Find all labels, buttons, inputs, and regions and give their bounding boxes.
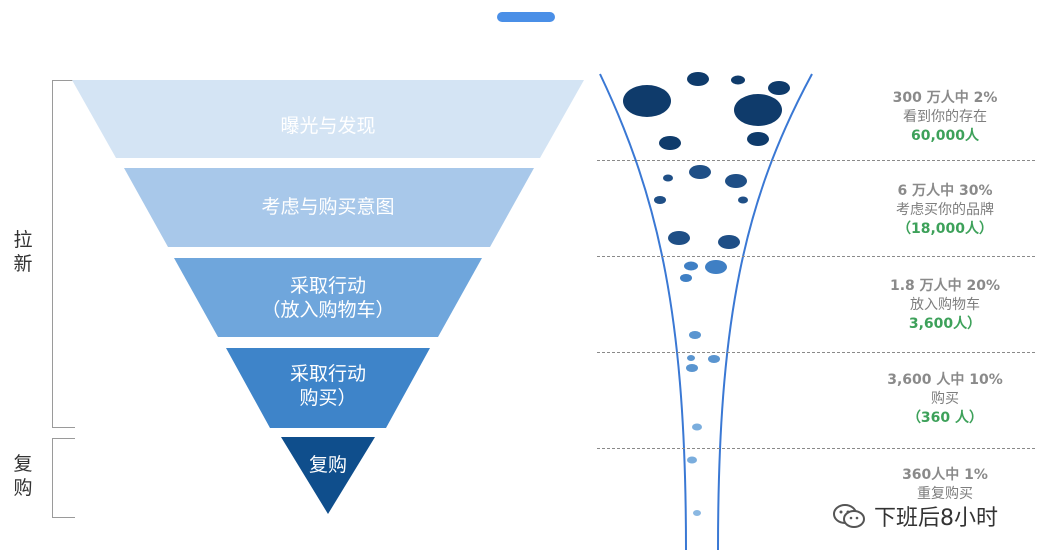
dot: [689, 165, 711, 179]
stat-block-cart: 1.8 万人中 20% 放入购物车 3,600人）: [855, 277, 1035, 334]
stat-ratio: 1.8 万人中 20%: [889, 278, 1001, 294]
dot: [705, 260, 727, 274]
dot: [725, 174, 747, 188]
stage-divider: [597, 160, 1035, 161]
dot: [654, 196, 666, 204]
funnel-segment-consideration: [124, 168, 534, 247]
top-indicator-pill: [497, 12, 555, 22]
acquire-label: 拉 新: [13, 229, 33, 275]
stat-block-consideration: 6 万人中 30% 考虑买你的品牌 （18,000人）: [855, 182, 1035, 239]
funnel-segment-repurchase: [281, 437, 375, 514]
stat-description: 看到你的存在: [903, 109, 987, 125]
stat-count: 60,000人: [910, 128, 980, 144]
stat-count: （360 人）: [906, 410, 984, 426]
stat-count: （18,000人）: [896, 221, 994, 237]
tube-funnel: [599, 72, 813, 551]
dot: [687, 456, 697, 464]
dot: [686, 364, 698, 372]
tube-right-edge: [717, 73, 813, 551]
acquire-bracket: [52, 80, 75, 428]
dot: [708, 355, 720, 363]
repurchase-label: 复 购: [13, 453, 33, 499]
stat-count: 3,600人）: [908, 316, 982, 332]
funnel-diagram: [72, 80, 584, 514]
funnel-segment-exposure: [72, 80, 584, 158]
dot: [659, 136, 681, 150]
funnel-segment-purchase: [226, 348, 430, 428]
dot: [687, 72, 709, 86]
stat-description: 重复购买: [917, 486, 973, 502]
funnel-label-purchase: 采取行动 购买）: [289, 363, 366, 409]
dot: [734, 94, 782, 126]
stat-description: 放入购物车: [910, 297, 980, 313]
stat-description: 购买: [931, 391, 959, 407]
dot: [693, 510, 701, 516]
funnel-label-exposure: 曝光与发现: [280, 115, 376, 137]
stat-block-exposure: 300 万人中 2% 看到你的存在 60,000人: [855, 89, 1035, 146]
dot: [623, 85, 671, 117]
dot: [692, 423, 702, 431]
dot: [731, 75, 745, 85]
stat-ratio: 3,600 人中 10%: [887, 372, 1003, 388]
stat-ratio: 300 万人中 2%: [892, 90, 998, 106]
dot: [689, 331, 701, 339]
stage-divider: [597, 256, 1035, 257]
dot: [738, 196, 748, 204]
stage-divider: [597, 352, 1035, 353]
repurchase-bracket: [52, 438, 75, 518]
dot: [680, 274, 692, 282]
funnel-label-cart: 采取行动 （放入购物车）: [261, 275, 395, 321]
stat-description: 考虑买你的品牌: [896, 202, 994, 218]
dot: [663, 174, 673, 182]
dot: [687, 355, 695, 361]
watermark-text: 下班后8小时: [874, 506, 998, 531]
dot: [684, 261, 698, 271]
funnel-segment-cart: [174, 258, 482, 337]
tube-left-edge: [599, 73, 687, 551]
stat-ratio: 360人中 1%: [902, 467, 988, 483]
dot: [747, 132, 769, 146]
stat-block-repurchase: 360人中 1% 重复购买: [855, 466, 1035, 504]
wechat-icon: [833, 504, 865, 528]
watermark: 下班后8小时: [832, 500, 998, 532]
funnel-label-repurchase: 复购: [308, 454, 347, 476]
dot: [668, 231, 690, 245]
stat-block-purchase: 3,600 人中 10% 购买 （360 人）: [855, 371, 1035, 428]
dot: [768, 81, 790, 95]
stage-divider: [597, 448, 1035, 449]
stat-ratio: 6 万人中 30%: [897, 183, 993, 199]
funnel-label-consideration: 考虑与购买意图: [261, 196, 395, 218]
dot: [718, 235, 740, 249]
